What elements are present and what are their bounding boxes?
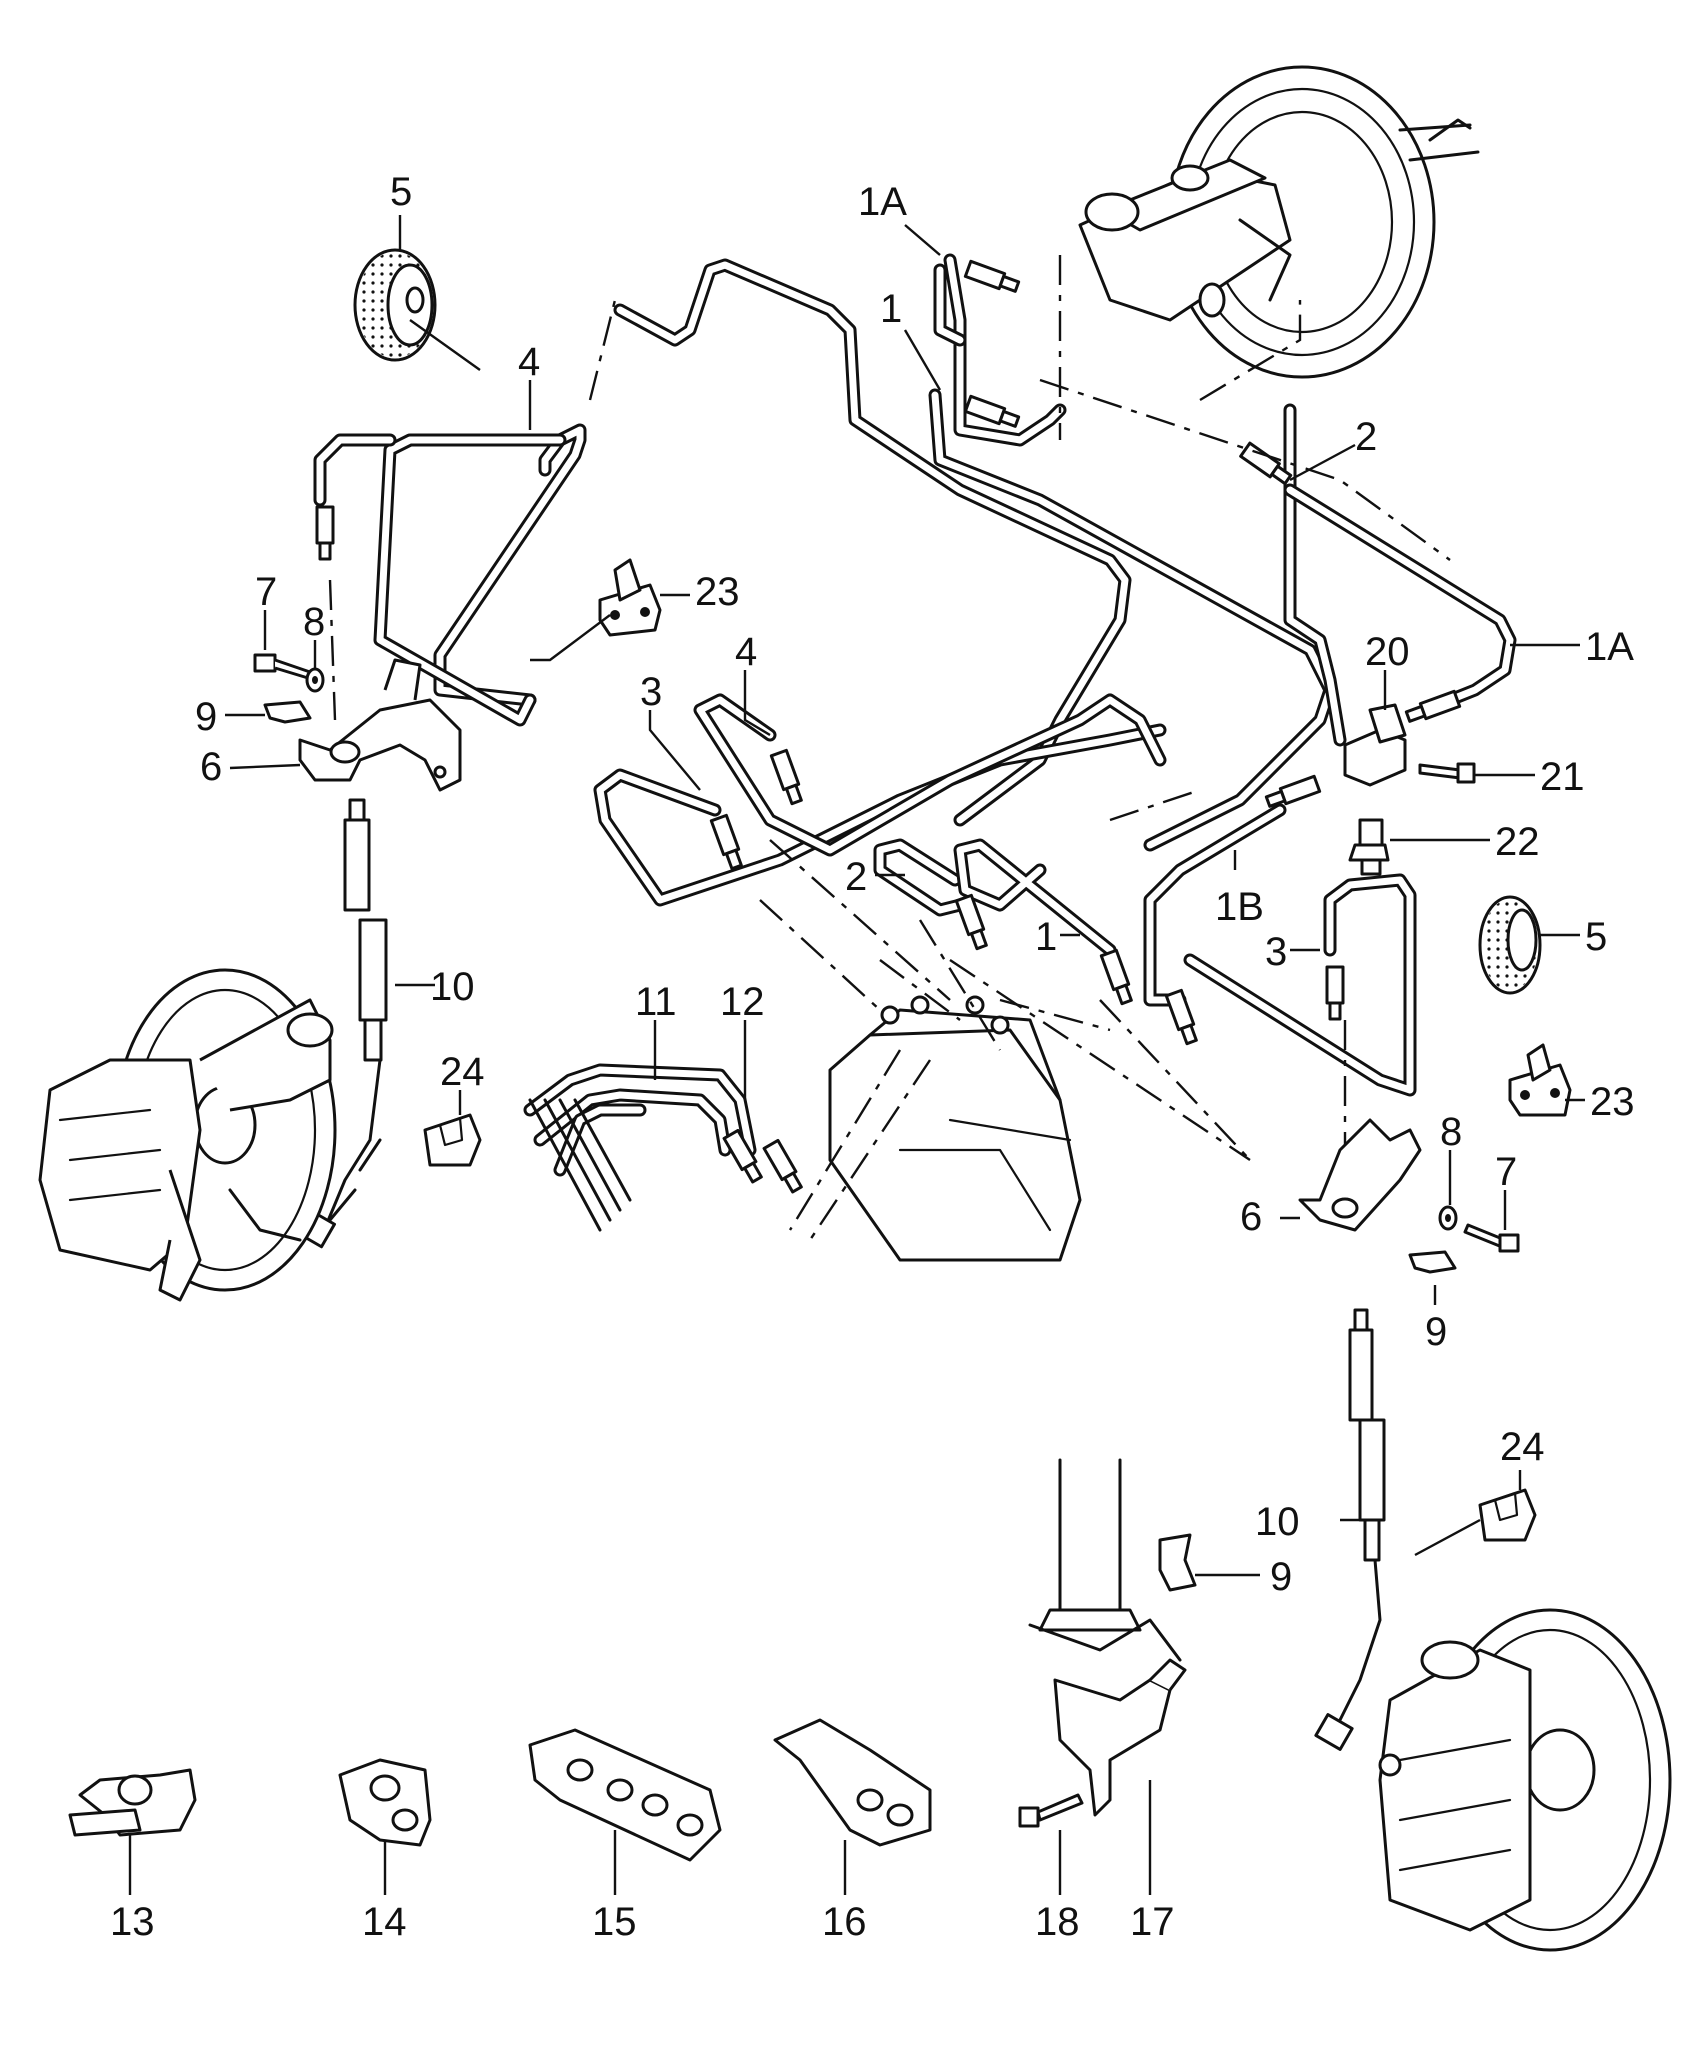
- callout-9-strut: 9: [1270, 1555, 1292, 1599]
- callout-23-upper: 23: [695, 570, 740, 614]
- fitting: [722, 1128, 763, 1184]
- callout-3-right: 3: [1265, 930, 1287, 974]
- part-23-clip-lower: [1508, 1043, 1572, 1117]
- front-right-hose: [1314, 1308, 1386, 1751]
- callout-24-left: 24: [440, 1050, 485, 1094]
- callout-labels: 5 1A 1 4 2 23 7 8 9 6 20 1A 3 4 21 22 2 …: [110, 170, 1635, 1944]
- callout-17: 17: [1130, 1900, 1175, 1944]
- callout-8-right: 8: [1440, 1110, 1462, 1154]
- callout-1A-top: 1A: [858, 180, 907, 224]
- part-16-pipe-holder: [773, 1718, 932, 1847]
- callout-24-right: 24: [1500, 1425, 1545, 1469]
- part-15-pipe-holder: [528, 1728, 722, 1862]
- leader-lines: [128, 215, 1585, 1895]
- part-24-clip-right: [1478, 1488, 1537, 1542]
- callout-1-center: 1: [1035, 915, 1057, 959]
- part-13-pipe-holder: [68, 1768, 197, 1837]
- callout-23-lower: 23: [1590, 1080, 1635, 1124]
- part-5-grommet-right: [1478, 895, 1542, 995]
- front-right-strut: [1028, 1458, 1182, 1662]
- callout-1A-right: 1A: [1585, 625, 1634, 669]
- callout-6-left: 6: [200, 745, 222, 789]
- part-17-bracket: [1053, 1658, 1187, 1817]
- callout-9-left: 9: [195, 695, 217, 739]
- brake-pipes: [313, 253, 1517, 1232]
- callout-2-top: 2: [1355, 415, 1377, 459]
- part-23-clip-upper: [598, 558, 662, 637]
- callout-2-center: 2: [845, 855, 867, 899]
- fitting: [762, 1138, 803, 1194]
- callout-1-top: 1: [880, 287, 902, 331]
- callout-15: 15: [592, 1900, 637, 1944]
- callout-6-right: 6: [1240, 1195, 1262, 1239]
- front-right-caliper: [1378, 1608, 1672, 1952]
- front-left-caliper: [38, 968, 337, 1302]
- fitting: [1264, 774, 1322, 808]
- callout-4-top: 4: [518, 340, 540, 384]
- part-20-distribution-block: [1343, 703, 1407, 787]
- callout-1B: 1B: [1215, 885, 1264, 929]
- part-9-clip-right: [1408, 1250, 1457, 1274]
- part-8-washer-left: [305, 667, 325, 693]
- callout-10-right: 10: [1255, 1500, 1300, 1544]
- part-22-sensor: [1348, 818, 1390, 876]
- fitting: [1239, 441, 1293, 486]
- part-8-washer-right: [1438, 1205, 1458, 1231]
- fitting: [1099, 948, 1133, 1006]
- callout-13: 13: [110, 1900, 155, 1944]
- callout-16: 16: [822, 1900, 867, 1944]
- part-21-bolt: [1418, 762, 1476, 784]
- fitting: [963, 259, 1021, 293]
- callout-10-left: 10: [430, 965, 475, 1009]
- part-7-bolt-right: [1463, 1223, 1520, 1253]
- part-9-clip-left: [263, 700, 312, 724]
- part-18-bolt: [1018, 1793, 1084, 1828]
- callout-14: 14: [362, 1900, 407, 1944]
- fitting: [1404, 689, 1462, 723]
- part-14-pipe-holder: [338, 1758, 432, 1847]
- callout-20: 20: [1365, 630, 1410, 674]
- part-24-clip-left: [423, 1113, 482, 1167]
- fitting: [1325, 965, 1345, 1021]
- callout-8-left: 8: [303, 600, 325, 644]
- callout-5-left: 5: [390, 170, 412, 214]
- assembly-lines: [328, 255, 1451, 1241]
- fitting: [769, 748, 803, 806]
- callout-7-left: 7: [255, 570, 277, 614]
- abs-hydraulic-unit: [828, 995, 1082, 1262]
- part-9-clip-strut: [1158, 1533, 1197, 1592]
- callout-9-right: 9: [1425, 1310, 1447, 1354]
- callout-11: 11: [635, 980, 677, 1024]
- front-right-bracket: [1298, 1118, 1422, 1232]
- callout-22: 22: [1495, 820, 1540, 864]
- callout-3-center: 3: [640, 670, 662, 714]
- front-left-bracket: [298, 658, 462, 792]
- callout-4-center: 4: [735, 630, 757, 674]
- fitting: [1164, 988, 1198, 1046]
- pipe-fittings: [315, 259, 1462, 1194]
- fitting: [954, 893, 988, 951]
- master-cylinder: [1078, 158, 1292, 322]
- callout-18: 18: [1035, 1900, 1080, 1944]
- callout-21: 21: [1540, 755, 1585, 799]
- callout-5-right: 5: [1585, 915, 1607, 959]
- fitting: [709, 813, 743, 871]
- callout-12: 12: [720, 980, 765, 1024]
- part-7-bolt-left: [253, 653, 312, 680]
- fitting: [315, 505, 335, 561]
- fitting: [963, 394, 1021, 428]
- callout-7-right: 7: [1495, 1150, 1517, 1194]
- part-5-grommet-left: [353, 248, 437, 362]
